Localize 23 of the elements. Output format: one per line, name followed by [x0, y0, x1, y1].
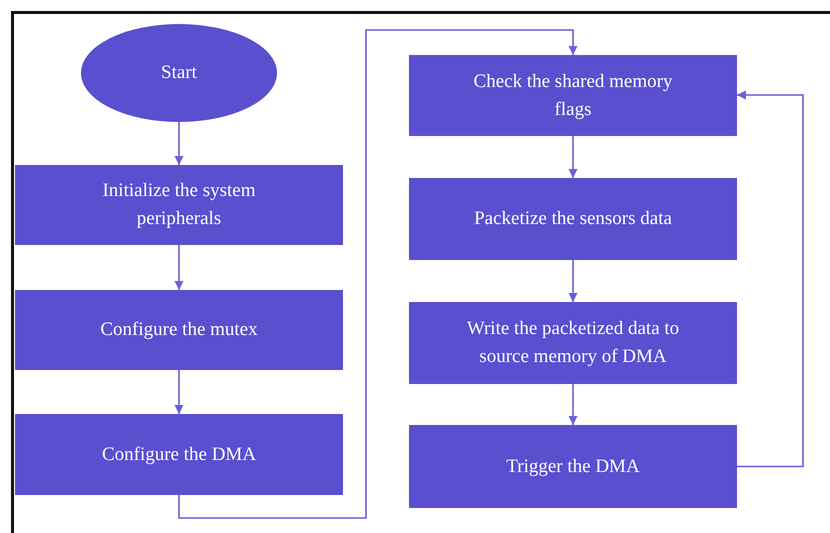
process-box: [15, 165, 343, 245]
process-box: [409, 425, 737, 508]
arrow: [174, 370, 184, 414]
node-label: Start: [161, 61, 197, 86]
process-box: [409, 178, 737, 260]
node-label: Initialize the system peripherals: [101, 179, 256, 231]
arrow: [174, 245, 184, 290]
process-box: [409, 302, 737, 384]
node-label: Write the packetized data to source memory of DMA: [466, 317, 680, 369]
node-label: Configure the DMA: [102, 442, 256, 467]
arrow: [568, 136, 578, 178]
node-label: Check the shared memory flags: [472, 70, 674, 122]
node-label: Packetize the sensors data: [474, 207, 672, 232]
node-label: Configure the mutex: [100, 318, 258, 342]
arrow: [178, 29, 578, 519]
node-label: Trigger the DMA: [506, 454, 640, 479]
process-box: [15, 290, 343, 370]
arrow: [568, 260, 578, 302]
process-box: [409, 55, 737, 136]
arrow: [737, 90, 804, 468]
process-box: [15, 414, 343, 495]
arrow: [174, 122, 184, 165]
arrow: [568, 384, 578, 425]
